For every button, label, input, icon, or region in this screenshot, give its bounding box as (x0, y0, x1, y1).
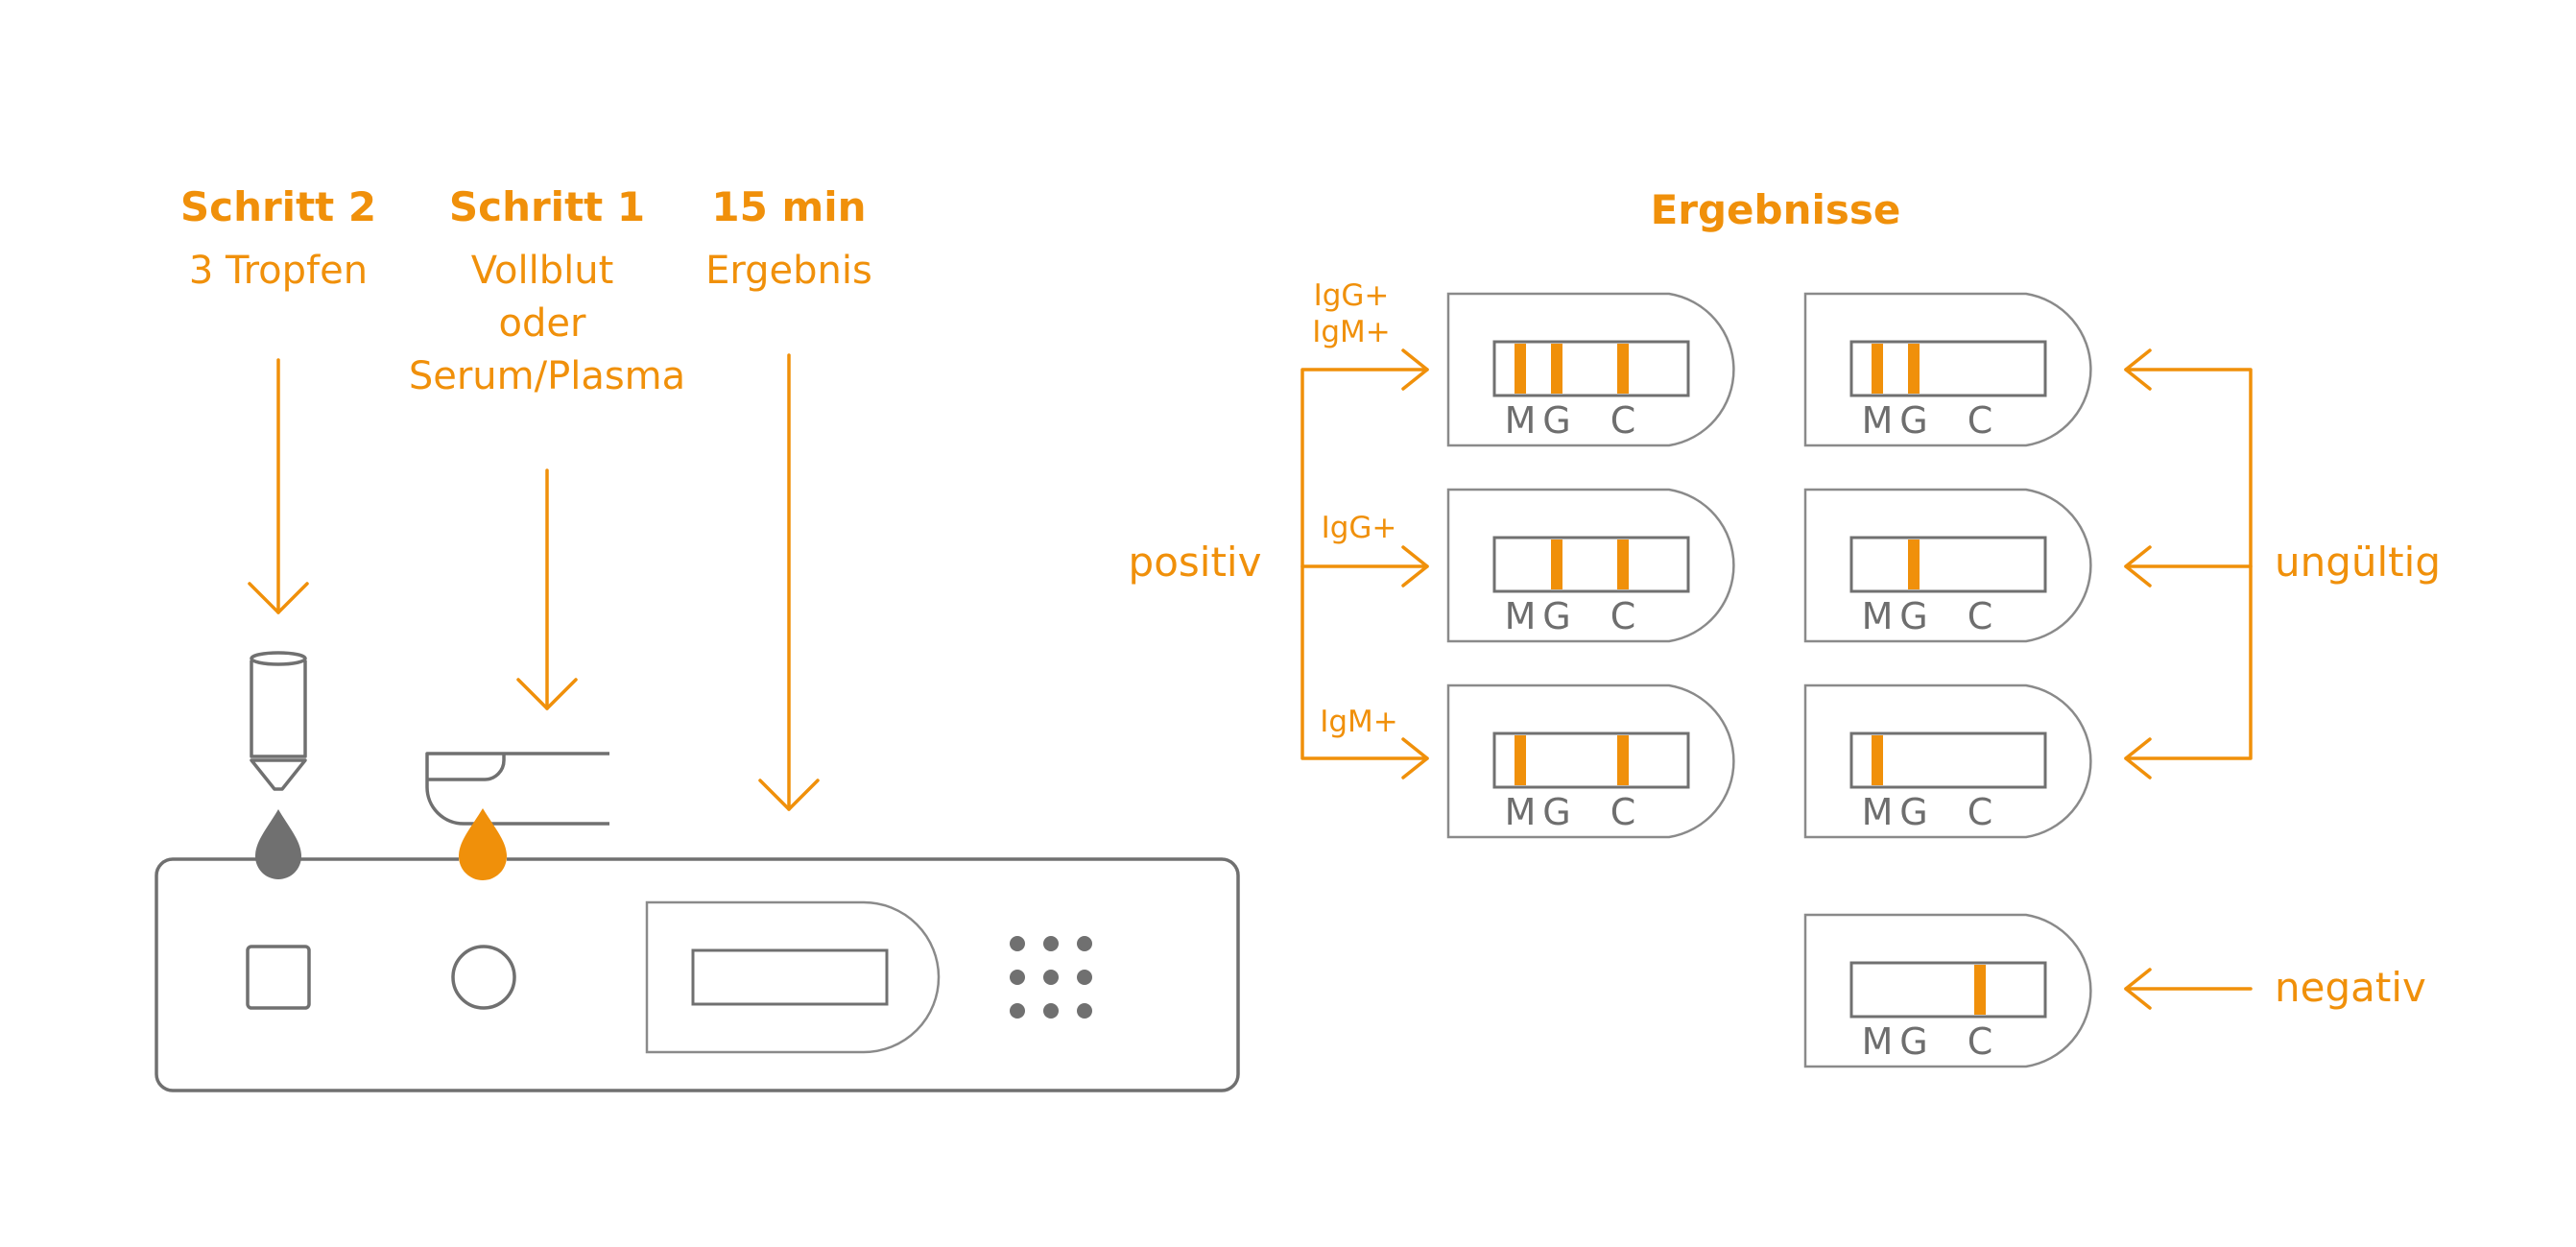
buffer-dropper-icon (250, 651, 307, 791)
test-line-c (1617, 540, 1629, 589)
band-label-m: M (1862, 399, 1894, 442)
test-line-m (1515, 344, 1526, 394)
cassette-grip-dots (1010, 936, 1092, 1019)
step-2-line-1: 3 Tropfen (189, 249, 368, 293)
band-label-c: C (1610, 399, 1636, 442)
negative-label: negativ (2275, 964, 2426, 1011)
result-window-housing (645, 900, 941, 1054)
card-outline (1803, 913, 2092, 1068)
step-3-title: 15 min (711, 183, 866, 230)
result-label-igg-igm-line-1: IgG+ (1314, 278, 1390, 313)
step-2-arrow (248, 358, 309, 614)
blood-drop-icon (459, 808, 507, 880)
band-label-m: M (1505, 595, 1537, 637)
card-outline (1446, 488, 1735, 643)
test-line-c (1617, 344, 1629, 394)
band-label-c: C (1968, 791, 1993, 833)
test-line-m (1872, 344, 1883, 394)
step-2-title: Schritt 2 (180, 183, 376, 230)
step-1-line-2: oder (499, 301, 586, 346)
step-3-line-1: Ergebnis (705, 249, 872, 293)
invalid-label: ungültig (2275, 539, 2441, 586)
result-window (1492, 731, 1690, 789)
band-label-m: M (1862, 1020, 1894, 1063)
card-outline (1803, 683, 2092, 839)
band-label-g: G (1542, 399, 1570, 442)
result-window (1492, 340, 1690, 397)
invalid-bracket-arrows (2124, 348, 2253, 779)
band-label-c: C (1610, 595, 1636, 637)
result-window (1849, 536, 2047, 593)
band-label-g: G (1542, 791, 1570, 833)
test-line-g (1551, 344, 1562, 394)
step-1-line-1: Vollblut (471, 249, 614, 293)
result-label-igg: IgG+ (1322, 511, 1397, 545)
card-outline (1446, 683, 1735, 839)
positive-bracket-arrows (1300, 348, 1429, 779)
band-label-g: G (1899, 595, 1927, 637)
band-label-g: G (1542, 595, 1570, 637)
buffer-well (246, 945, 311, 1010)
step-1-line-3: Serum/Plasma (409, 354, 685, 398)
band-label-c: C (1968, 595, 1993, 637)
band-label-g: G (1899, 791, 1927, 833)
result-window (1849, 731, 2047, 789)
test-line-m (1515, 735, 1526, 785)
band-label-m: M (1505, 399, 1537, 442)
step-1-title: Schritt 1 (449, 183, 645, 230)
test-line-g (1908, 540, 1920, 589)
buffer-drop-icon (255, 809, 301, 879)
sample-well (451, 945, 516, 1010)
step-1-heading: Schritt 1 Vollblut oder Serum/Plasma (409, 183, 685, 398)
result-label-igg-igm-line-2: IgM+ (1312, 315, 1391, 349)
result-window (1849, 961, 2047, 1019)
test-line-m (1872, 735, 1883, 785)
card-outline (1446, 292, 1735, 447)
band-label-m: M (1862, 791, 1894, 833)
test-line-g (1551, 540, 1562, 589)
card-outline (1803, 292, 2092, 447)
result-window (691, 948, 889, 1006)
result-label-igm: IgM+ (1320, 705, 1398, 739)
test-cassette (155, 857, 1240, 1092)
band-label-c: C (1968, 399, 1993, 442)
band-label-c: C (1968, 1020, 1993, 1063)
step-3-arrow (758, 353, 820, 811)
band-label-m: M (1862, 595, 1894, 637)
results-title: Ergebnisse (1651, 186, 1901, 233)
card-outline (1803, 488, 2092, 643)
band-label-c: C (1610, 791, 1636, 833)
finger-sample-icon (425, 752, 609, 826)
result-window (1492, 536, 1690, 593)
negative-arrow (2124, 968, 2253, 1010)
band-label-m: M (1505, 791, 1537, 833)
step-2-heading: Schritt 2 3 Tropfen (180, 183, 376, 293)
test-line-g (1908, 344, 1920, 394)
band-label-g: G (1899, 1020, 1927, 1063)
test-line-c (1617, 735, 1629, 785)
step-3-heading: 15 min Ergebnis (705, 183, 872, 293)
test-line-c (1974, 965, 1986, 1015)
band-label-g: G (1899, 399, 1927, 442)
step-1-arrow (516, 468, 578, 710)
positive-label: positiv (1129, 539, 1262, 586)
result-window (1849, 340, 2047, 397)
